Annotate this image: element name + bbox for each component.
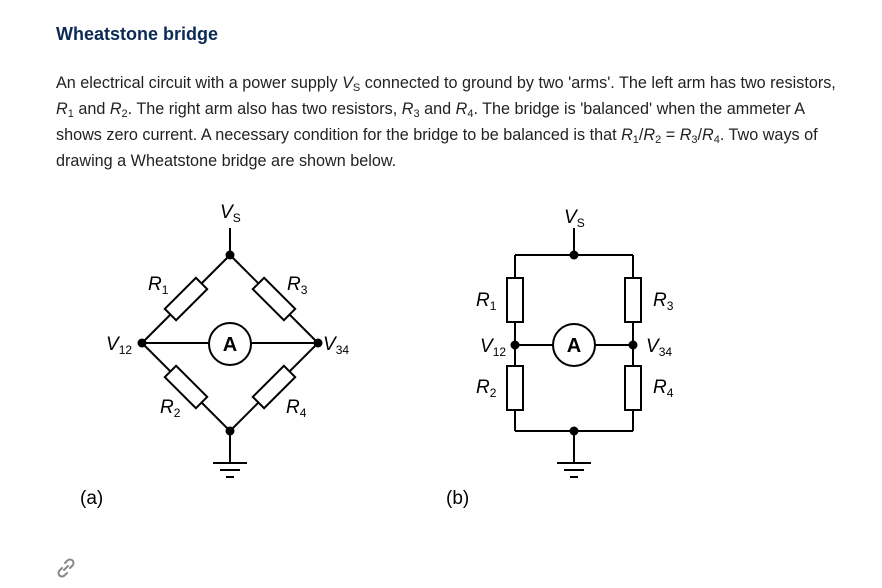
desc-text: and: [419, 100, 456, 118]
r2-label: R2: [476, 377, 497, 400]
math-r4: R: [455, 100, 468, 118]
math-r1-sub: 1: [67, 108, 74, 120]
math-cond-r4: R: [702, 126, 714, 144]
math-cond-r2: R: [643, 126, 656, 144]
math-r2-sub: 2: [121, 108, 128, 120]
v34-label: V34: [323, 334, 349, 357]
ground-icon: [213, 462, 247, 478]
resistor-r4: [624, 365, 642, 411]
r1-label: R1: [148, 274, 169, 297]
math-vs: V: [342, 74, 353, 92]
math-equals: =: [661, 126, 680, 144]
r4-label: R4: [653, 377, 674, 400]
v34-label: V34: [646, 336, 672, 359]
v12-label: V12: [480, 336, 506, 359]
ammeter-label: A: [567, 335, 581, 357]
desc-text: connected to ground by two 'arms'. The l…: [360, 74, 836, 92]
math-cond-r2-sub: 2: [655, 134, 662, 146]
node-top: [225, 250, 235, 260]
resistor-r2: [163, 364, 209, 410]
math-slash: /: [638, 126, 644, 144]
vs-label: VS: [564, 207, 585, 230]
resistor-r4: [251, 364, 297, 410]
r2-label: R2: [160, 397, 181, 420]
r3-label: R3: [653, 290, 674, 313]
resistor-r3: [624, 277, 642, 323]
math-r4-sub: 4: [467, 108, 474, 120]
math-cond-r3: R: [679, 126, 692, 144]
math-cond-r1: R: [621, 126, 633, 144]
resistor-r2: [506, 365, 524, 411]
math-slash: /: [697, 126, 703, 144]
section-title: Wheatstone bridge: [56, 24, 219, 44]
math-cond-r3-sub: 3: [691, 134, 698, 146]
ammeter-circle: [552, 323, 596, 367]
ammeter-label: A: [223, 334, 237, 356]
node-bottom: [569, 426, 579, 436]
link-icon[interactable]: [54, 556, 78, 580]
v12-label: V12: [106, 334, 132, 357]
r1-label: R1: [476, 290, 497, 313]
math-cond-r1-sub: 1: [632, 134, 639, 146]
math-r2: R: [109, 100, 122, 118]
math-r1: R: [56, 100, 68, 118]
caption-a: (a): [80, 488, 103, 509]
desc-text: and: [73, 100, 110, 118]
r3-label: R3: [287, 274, 308, 297]
caption-b: (b): [446, 488, 469, 509]
desc-text: . Two ways of drawing a Wheatstone bridg…: [56, 126, 818, 170]
vs-label: VS: [220, 202, 241, 225]
ammeter-circle: [208, 322, 252, 366]
r4-label: R4: [286, 397, 307, 420]
ground-icon: [557, 462, 591, 478]
node-right: [313, 338, 323, 348]
desc-text: An electrical circuit with a power suppl…: [56, 74, 343, 92]
node-bottom: [225, 426, 235, 436]
resistor-r3: [251, 276, 297, 322]
math-r3: R: [401, 100, 414, 118]
desc-text: . The right arm also has two resistors,: [127, 100, 402, 118]
node-right: [628, 340, 638, 350]
description-paragraph: An electrical circuit with a power suppl…: [56, 70, 846, 174]
node-top: [569, 250, 579, 260]
desc-text: . The bridge is 'balanced' when the amme…: [56, 100, 805, 144]
node-left: [137, 338, 147, 348]
resistor-r1: [506, 277, 524, 323]
diagram-b: A VS R1 R2 R3 R4 V12 V34 (b): [446, 207, 674, 509]
math-vs-sub: S: [352, 82, 361, 94]
resistor-r1: [163, 276, 209, 322]
math-r3-sub: 3: [413, 108, 420, 120]
math-cond-r4-sub: 4: [713, 134, 720, 146]
node-left: [510, 340, 520, 350]
diagram-a: A VS R1 R3 R2 R4 V12 V34 (a): [80, 202, 349, 509]
